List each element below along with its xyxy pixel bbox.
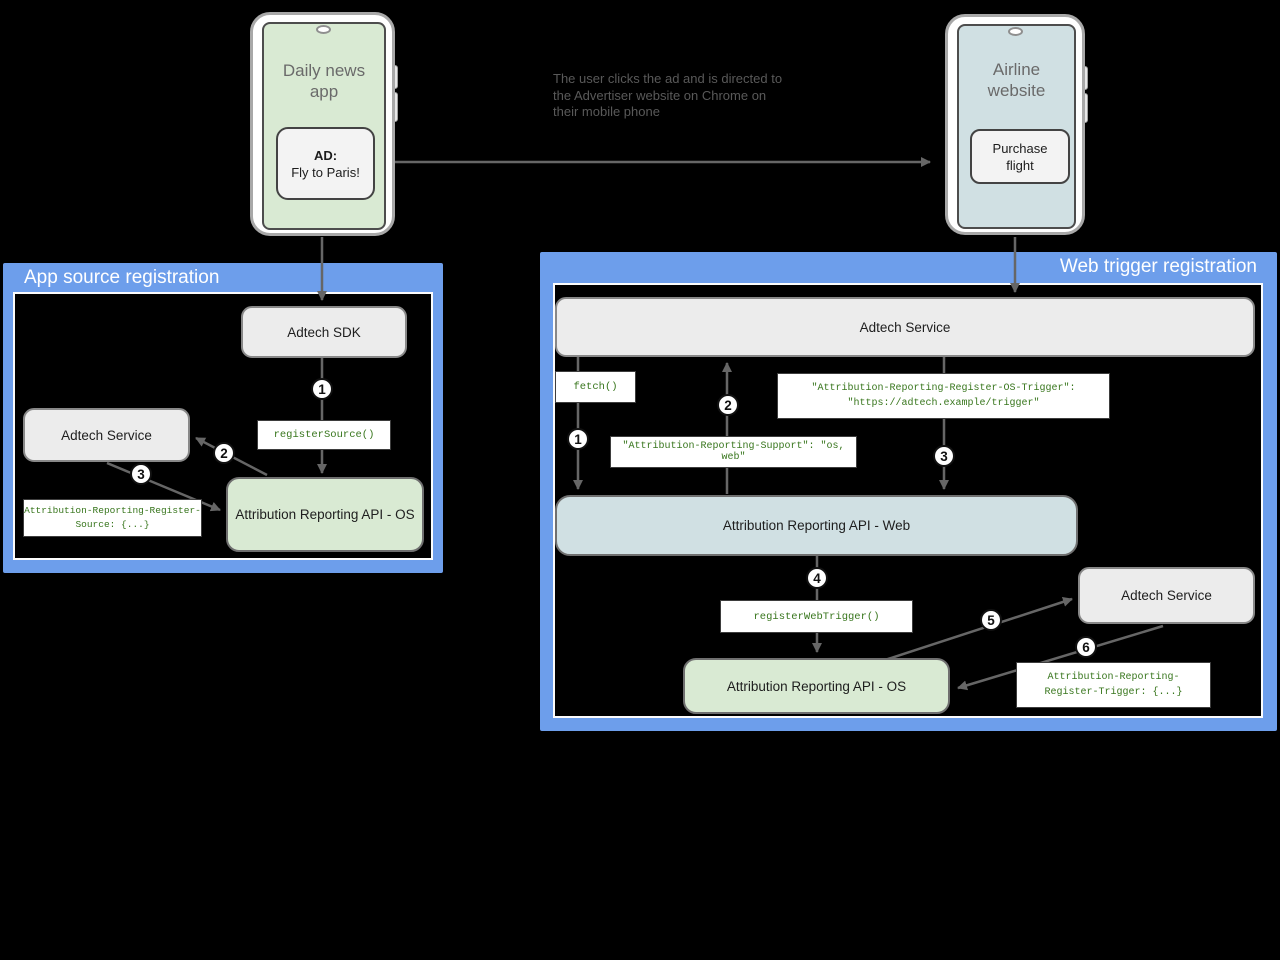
code-line: Attribution-Reporting-Register- (24, 505, 201, 517)
node-adtech-service-left: Adtech Service (23, 408, 190, 462)
code-line: "Attribution-Reporting-Register-OS-Trigg… (811, 383, 1076, 394)
daily-news-screen: Daily news app AD: Fly to Paris! (262, 22, 386, 230)
node-api-os-right: Attribution Reporting API - OS (683, 658, 950, 714)
step-2-badge-right: 2 (717, 394, 739, 416)
node-adtech-service-top: Adtech Service (555, 297, 1255, 357)
code-line: fetch() (573, 381, 618, 393)
node-adtech-sdk: Adtech SDK (241, 306, 407, 358)
step-number: 5 (987, 612, 995, 628)
code-line: Attribution-Reporting- (1047, 672, 1180, 683)
step-number: 3 (137, 466, 145, 482)
step-3-badge-right: 3 (933, 445, 955, 467)
step-2-badge-left: 2 (213, 442, 235, 464)
step-1-badge-right: 1 (567, 428, 589, 450)
code-line: registerSource() (273, 429, 375, 441)
code-register-web-trigger: registerWebTrigger() (720, 600, 913, 633)
step-number: 2 (220, 445, 228, 461)
step-number: 6 (1082, 639, 1090, 655)
web-trigger-registration-title: Web trigger registration (1059, 256, 1257, 277)
code-line: registerWebTrigger() (753, 610, 880, 623)
step-number: 1 (318, 381, 326, 397)
ad-click-caption: The user clicks the ad and is directed t… (553, 71, 813, 121)
code-os-trigger-header: "Attribution-Reporting-Register-OS-Trigg… (777, 373, 1110, 419)
code-support-header: "Attribution-Reporting-Support": "os, we… (610, 436, 857, 468)
caption-line: the Advertiser website on Chrome on (553, 87, 767, 103)
code-line: "Attribution-Reporting-Support": "os, we… (622, 441, 845, 463)
caption-line: The user clicks the ad and is directed t… (553, 71, 783, 86)
step-3-badge-left: 3 (130, 463, 152, 485)
code-line: Register-Trigger: {...} (1044, 687, 1183, 698)
code-fetch: fetch() (555, 371, 636, 403)
ad-text: Fly to Paris! (291, 164, 360, 180)
ad-label: AD: (313, 147, 338, 163)
camera-dot-icon (316, 25, 331, 34)
code-register-trigger-header: Attribution-Reporting- Register-Trigger:… (1016, 662, 1211, 708)
step-number: 1 (574, 431, 582, 447)
code-line: "https://adtech.example/trigger" (847, 398, 1040, 409)
daily-news-phone: Daily news app AD: Fly to Paris! (250, 12, 395, 236)
code-register-source-header: Attribution-Reporting-Register- Source: … (23, 499, 202, 537)
airline-website-title: Airline website (987, 60, 1046, 100)
code-register-source: registerSource() (257, 420, 391, 450)
step-number: 2 (724, 397, 732, 413)
purchase-flight-button[interactable]: Purchase flight (970, 129, 1070, 184)
node-adtech-service-right: Adtech Service (1078, 567, 1255, 624)
step-6-badge-right: 6 (1075, 636, 1097, 658)
node-api-os-left: Attribution Reporting API - OS (226, 477, 424, 552)
caption-line: their mobile phone (553, 104, 660, 119)
purchase-flight-label: Purchase flight (992, 140, 1048, 173)
step-5-badge-right: 5 (980, 609, 1002, 631)
code-line: Source: {...} (75, 519, 150, 530)
arrow-step5-right (884, 597, 1073, 662)
step-1-badge-left: 1 (311, 378, 333, 400)
camera-dot-icon (1008, 27, 1023, 36)
airline-screen: Airline website Purchase flight (957, 24, 1076, 229)
airline-phone: Airline website Purchase flight (945, 14, 1085, 235)
step-number: 4 (813, 570, 821, 586)
step-4-badge-right: 4 (806, 567, 828, 589)
step-number: 3 (940, 448, 948, 464)
ad-banner[interactable]: AD: Fly to Paris! (276, 127, 375, 200)
daily-news-app-title: Daily news app (282, 61, 366, 101)
arrow-step6-right (957, 624, 1164, 691)
app-source-registration-title: App source registration (24, 267, 220, 288)
node-api-web: Attribution Reporting API - Web (555, 495, 1078, 556)
